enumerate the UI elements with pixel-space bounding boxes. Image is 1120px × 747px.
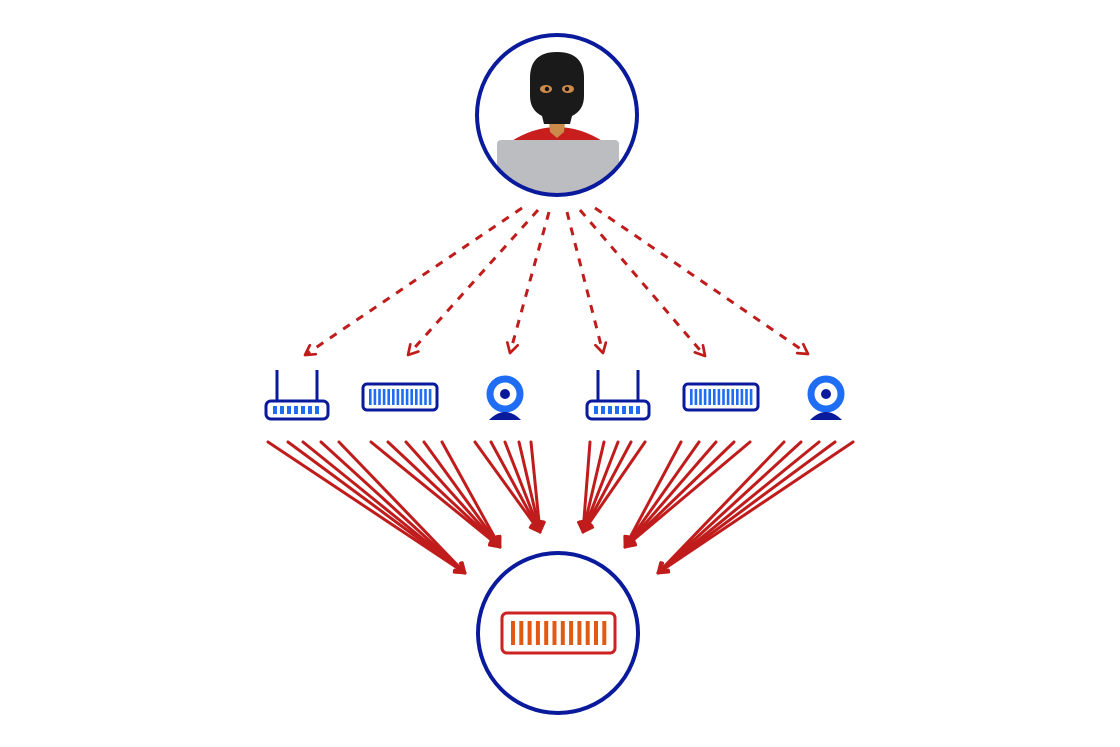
attack-arrow <box>623 440 718 549</box>
attack-arrow <box>503 440 543 534</box>
attack-arrow <box>422 440 502 549</box>
attack-arrow <box>473 440 542 534</box>
attack-arrow <box>266 440 467 575</box>
attack-arrow <box>440 440 502 549</box>
attack-arrows <box>266 440 855 575</box>
attack-arrow <box>404 440 502 549</box>
command-arrow <box>406 208 540 357</box>
hacker-icon <box>497 52 619 194</box>
webcam-icon <box>486 375 524 420</box>
attack-arrow <box>581 440 647 534</box>
server-icon <box>500 611 617 655</box>
attack-arrow <box>656 440 855 575</box>
attack-arrow <box>623 440 683 549</box>
attack-arrow <box>517 440 545 534</box>
target-node <box>476 551 640 715</box>
command-arrow <box>565 211 608 355</box>
attack-arrow <box>581 440 633 534</box>
attack-arrow <box>576 440 592 534</box>
attack-arrow <box>337 440 467 575</box>
command-arrow <box>578 209 707 358</box>
attack-arrow <box>580 440 620 534</box>
laptop-icon <box>497 140 619 194</box>
switch-icon <box>361 382 439 412</box>
attack-arrow <box>623 440 701 549</box>
attack-arrow <box>656 440 821 575</box>
router-icon <box>264 370 330 421</box>
attack-arrow <box>623 440 752 549</box>
router-icon <box>585 370 651 421</box>
bot-devices <box>264 370 845 421</box>
command-arrow <box>303 206 523 357</box>
attack-arrow <box>529 440 546 534</box>
command-arrows <box>303 206 810 358</box>
attack-arrow <box>578 440 606 534</box>
attack-arrow <box>369 440 502 549</box>
attack-arrow <box>489 440 542 534</box>
command-arrow <box>594 206 810 356</box>
attack-arrow <box>656 440 803 575</box>
attack-arrow <box>319 440 467 575</box>
attack-arrow <box>623 440 736 549</box>
attack-arrow <box>301 440 467 575</box>
attack-arrow <box>656 440 786 575</box>
attack-arrow <box>656 440 837 575</box>
switch-icon <box>682 382 760 412</box>
webcam-icon <box>807 375 845 420</box>
attack-arrow <box>286 440 467 575</box>
attacker-node <box>475 33 639 197</box>
attack-arrow <box>386 440 502 549</box>
